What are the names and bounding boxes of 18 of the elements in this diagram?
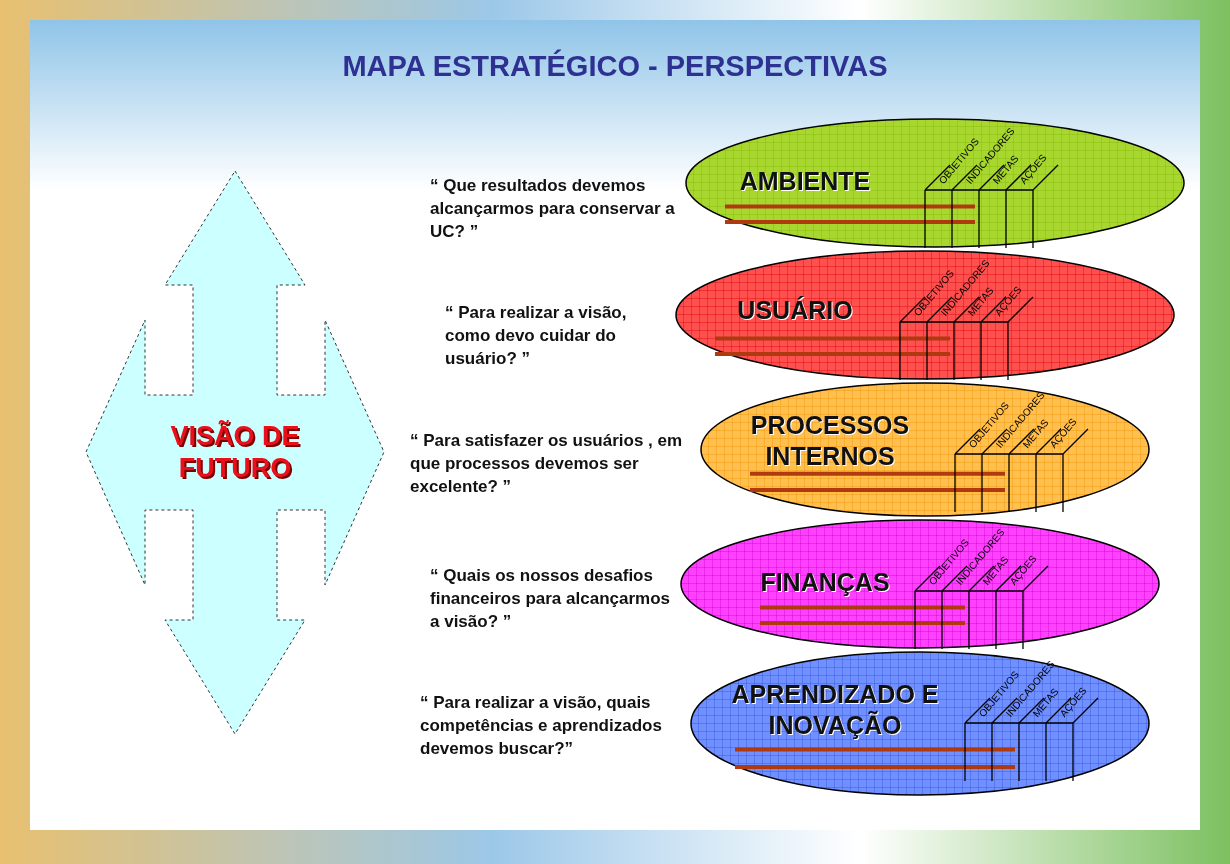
question-text: “ Que resultados devemos alcançarmos para conservar a UC? ”: [430, 175, 676, 243]
four-way-arrow: [85, 170, 385, 735]
perspective-ellipse: [700, 382, 1150, 517]
title: MAPA ESTRATÉGICO - PERSPECTIVAS: [341, 50, 889, 83]
question-text: “ Para realizar a visão, como devo cuidar do usuário? ”: [445, 302, 628, 370]
perspective-heading: FINANÇAS: [759, 567, 891, 598]
perspective-heading: APRENDIZADO E INOVAÇÃO: [730, 679, 940, 742]
perspective-heading: USUÁRIO: [736, 295, 854, 326]
perspective-ellipse: [680, 519, 1160, 649]
perspective-heading: AMBIENTE: [738, 166, 872, 197]
perspective-heading: PROCESSOS INTERNOS: [749, 410, 911, 473]
perspective-ellipse: [685, 118, 1185, 248]
question-text: “ Para realizar a visão, quais competências e aprendizados devemos buscar?”: [420, 692, 663, 760]
question-text: “ Quais os nossos desafios financeiros para alcançarmos a visão? ”: [430, 565, 671, 633]
perspective-ellipse: [690, 651, 1150, 796]
perspective-ellipse: [675, 250, 1175, 380]
arrow-label: VISÃO DE FUTURO: [169, 420, 301, 485]
question-text: “ Para satisfazer os usuários , em que processos devemos ser excelente? ”: [410, 430, 684, 498]
